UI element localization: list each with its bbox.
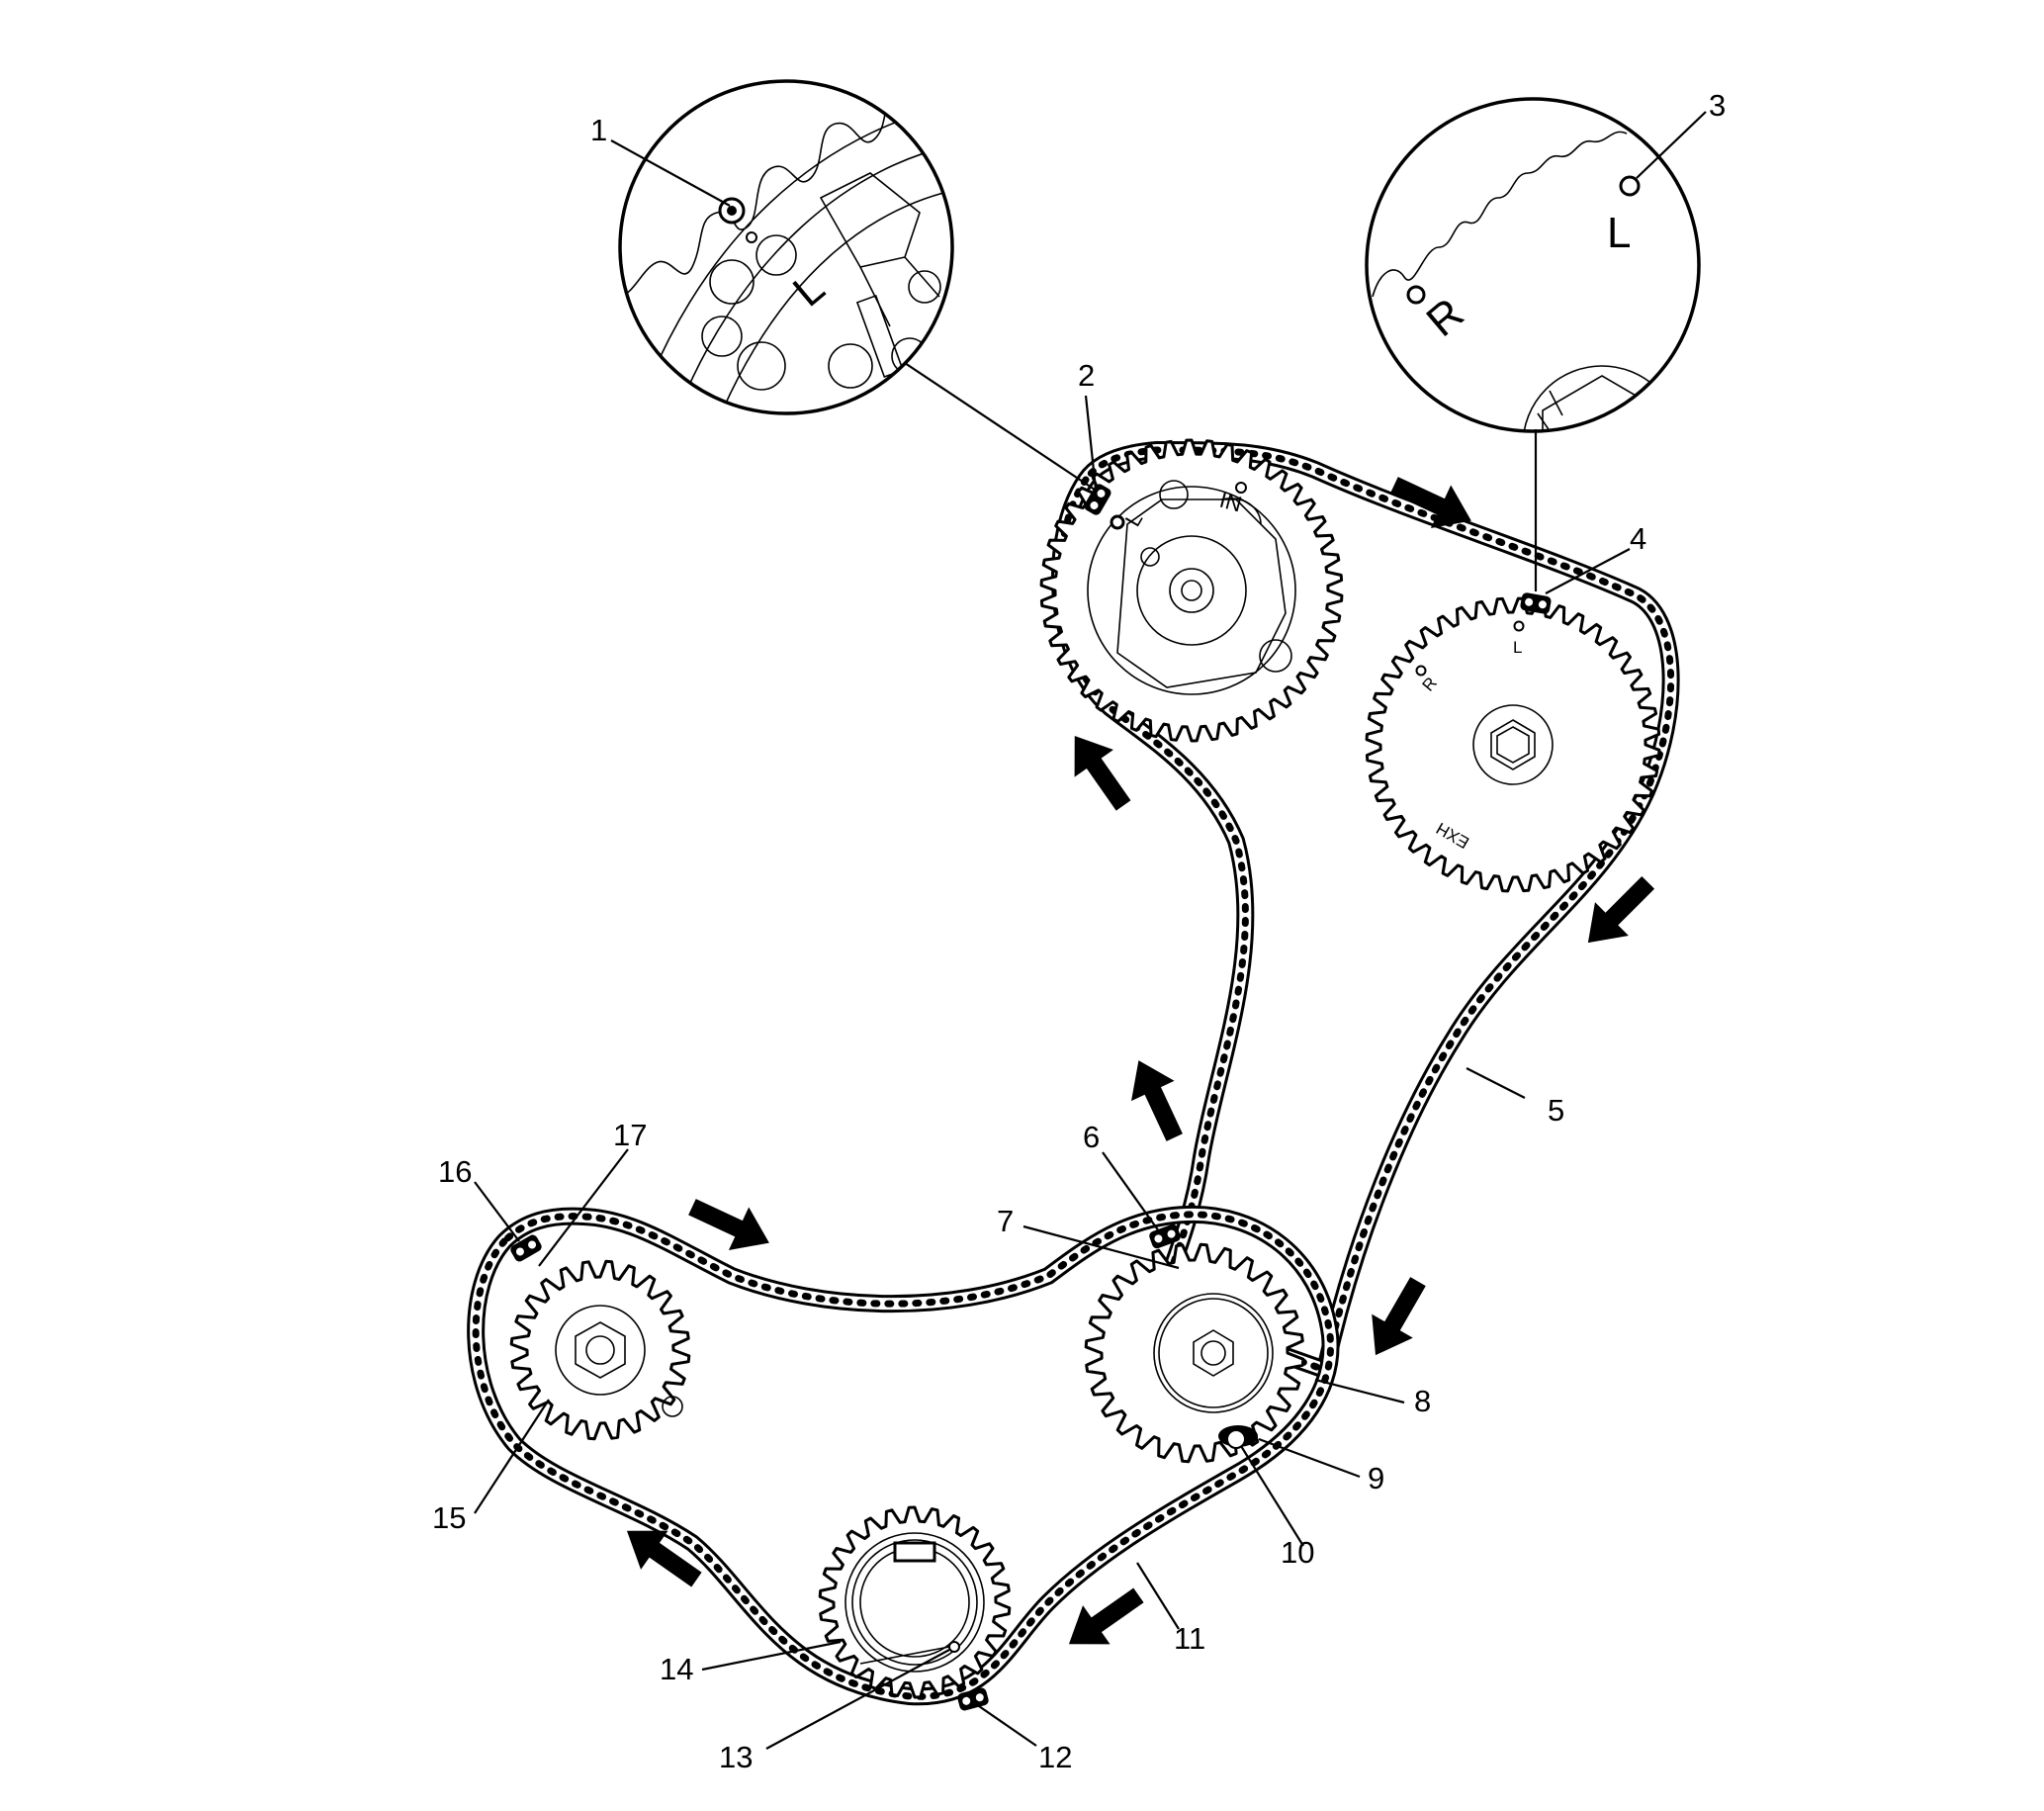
secondary-chain (467, 1205, 1340, 1706)
callout-5: 5 (1548, 1093, 1564, 1128)
balance-colored-link (510, 1234, 542, 1262)
callout-leaders (474, 111, 1707, 1750)
colored-timing-links (510, 484, 1552, 1711)
callout-8: 8 (1414, 1384, 1431, 1418)
crankshaft-sprocket (818, 1505, 1012, 1699)
intake-camshaft-sprocket-details: L IN (1087, 480, 1296, 695)
exhaust-colored-link (1520, 592, 1552, 614)
callout-12: 12 (1038, 1740, 1072, 1774)
right-idler-sprocket (1084, 1242, 1305, 1464)
detail1-l-mark: L (784, 263, 834, 316)
callout-16: 16 (438, 1154, 472, 1189)
direction-arrow-3 (1587, 875, 1655, 944)
lower-chain-links (472, 1211, 1335, 1700)
exhaust-l-mark: L (1513, 638, 1522, 657)
exhaust-camshaft-sprocket (1365, 596, 1661, 893)
callout-15: 15 (432, 1500, 466, 1535)
callout-labels: 1 2 3 4 5 6 7 8 9 10 11 12 13 14 15 16 1… (432, 88, 1726, 1774)
callout-3: 3 (1709, 88, 1726, 123)
callout-9: 9 (1368, 1461, 1384, 1495)
callout-4: 4 (1630, 521, 1646, 556)
detail-view-exhaust-mark: L R (1365, 97, 1701, 433)
chain-direction-arrows (626, 477, 1655, 1645)
callout-2-leader (1084, 395, 1098, 491)
crank-colored-link (957, 1687, 989, 1711)
detail3-r-mark: R (1418, 289, 1473, 346)
upper-chain-links (1056, 446, 1675, 1375)
primary-camshaft-chain (1051, 441, 1680, 1379)
gear-layer (509, 438, 1661, 1699)
callout-2: 2 (1078, 358, 1095, 393)
direction-arrow-4 (1131, 1060, 1183, 1141)
detail1-connector (904, 362, 1096, 491)
left-balance-sprocket (509, 1259, 691, 1441)
direction-arrow-7 (1068, 1587, 1144, 1645)
detail3-l-mark: L (1607, 209, 1631, 257)
direction-arrow-1 (1390, 477, 1471, 528)
direction-arrow-2 (1074, 735, 1131, 811)
detail-view-intake-mark: L (618, 79, 954, 415)
callout-6: 6 (1083, 1120, 1100, 1154)
callout-10: 10 (1281, 1535, 1314, 1570)
left-sprocket-hub (555, 1305, 683, 1417)
right-sprocket-hub (1153, 1293, 1274, 1449)
direction-arrow-6 (688, 1199, 769, 1250)
intake-colored-link (1084, 484, 1111, 515)
callout-17: 17 (613, 1118, 647, 1152)
crankshaft-sprocket-details (844, 1532, 985, 1673)
callout-11: 11 (1174, 1621, 1205, 1656)
direction-arrow-5 (1372, 1277, 1426, 1356)
callout-13: 13 (719, 1740, 753, 1774)
callout-7: 7 (997, 1204, 1014, 1238)
callout-14: 14 (660, 1652, 693, 1686)
callout-1: 1 (590, 113, 607, 147)
direction-arrow-8 (626, 1530, 702, 1587)
